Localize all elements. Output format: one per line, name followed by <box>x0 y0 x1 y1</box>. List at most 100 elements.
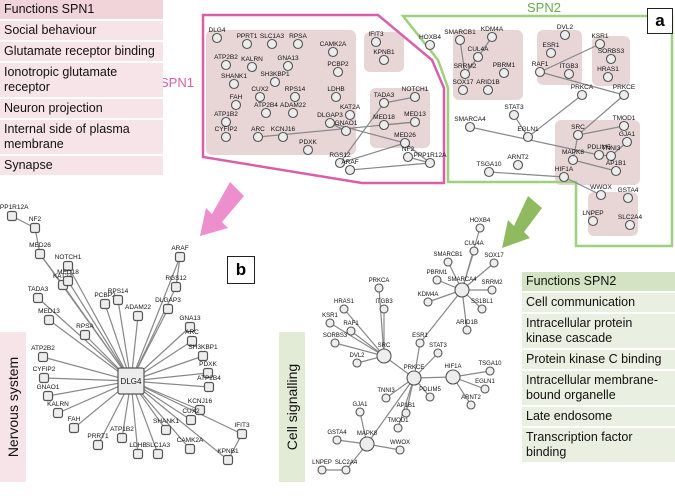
network-a-node-label: PBRM1 <box>493 62 516 69</box>
network-a-node-label: SHANK1 <box>221 73 247 80</box>
edge <box>378 287 385 357</box>
network-a-node-label: RAF1 <box>532 61 549 68</box>
network-c-node-label: KDM4A <box>418 292 439 298</box>
network-c-node <box>374 283 384 293</box>
network-c-node <box>339 304 349 314</box>
network-b-node-label: PPP1R12A <box>0 204 29 211</box>
network-b-node-label: SHANK1 <box>153 418 179 425</box>
network-c-node-label: GJA1 <box>352 402 368 408</box>
network-c-node <box>489 258 499 268</box>
network-c-node <box>432 275 442 285</box>
network-c-node-label: WWOX <box>390 440 410 446</box>
network-c-node <box>475 223 485 233</box>
network-a-node-label: EGLN1 <box>517 126 539 133</box>
network-a-node-label: DLG4 <box>209 27 226 34</box>
network-c-node-label: SOX17 <box>484 253 504 259</box>
network-b-node-label: ATP2B4 <box>197 375 221 382</box>
network-b-node-label: MED13 <box>38 308 60 315</box>
network-a-node-label: HOXB4 <box>419 34 441 41</box>
network-c-node <box>352 358 362 368</box>
network-a-node-label: PRKCA <box>571 84 594 91</box>
network-a-node-label: PPP1R12A <box>414 152 448 159</box>
network-a-node-label: DVL2 <box>557 24 574 31</box>
edge <box>488 171 565 178</box>
side-label-cell-signalling: Cell signalling <box>279 332 305 482</box>
network-a-node <box>576 89 588 101</box>
network-c-node <box>355 407 365 417</box>
network-a-node <box>454 34 466 46</box>
network-a-node-label: MED26 <box>394 132 416 139</box>
spn2-outline <box>400 14 674 248</box>
group-label-spn1: SPN1 <box>160 75 194 90</box>
network-b-node <box>174 251 186 263</box>
network-c-node-label: SMARCA4 <box>447 277 477 283</box>
network-b-node <box>43 314 55 326</box>
network-a-node <box>282 60 294 72</box>
network-b-node <box>29 222 41 234</box>
network-a-node-label: PDXK <box>299 139 317 146</box>
network-b-node-label: ARAF <box>171 245 188 252</box>
network-c-node <box>433 348 443 358</box>
network-b-node-label: KALRN <box>47 401 69 408</box>
network-a-node <box>327 46 339 58</box>
network-a-node <box>605 53 617 65</box>
spn1-table-row: Synapse <box>0 156 163 175</box>
network-a-node-label: NOTCH1 <box>402 86 429 93</box>
network-b-node-label: GNA13 <box>179 315 201 322</box>
network-c-node-label: PBRM1 <box>427 270 448 276</box>
network-c-node <box>425 392 435 402</box>
network-a-node <box>344 164 356 176</box>
spn2-table-row: Cell communication <box>522 293 675 312</box>
network-b-node <box>32 292 44 304</box>
network-c-node-label: KSR1 <box>322 313 338 319</box>
network-a-node-label: AP1B1 <box>606 160 627 167</box>
network-a-node <box>340 125 352 137</box>
network-b-node <box>184 443 196 455</box>
edge <box>42 356 132 382</box>
network-a-node-label: LDHB <box>327 86 344 93</box>
network-c-node <box>480 384 490 394</box>
network-c-node-label: LNPEP <box>312 460 332 466</box>
spn2-functions-table: Functions SPN2 Cell communication Intrac… <box>522 272 675 462</box>
network-a-node <box>483 166 495 178</box>
network-c-node <box>395 445 405 455</box>
network-a-node-label: MAPK8 <box>562 149 584 156</box>
network-a-node-label: ADAM22 <box>280 102 306 109</box>
network-c-node-label: SLC2A4 <box>335 460 358 466</box>
edge <box>459 39 466 75</box>
network-a-node-label: KSR1 <box>592 33 609 40</box>
network-a-node <box>266 38 278 50</box>
network-b-node-label: CYFIP2 <box>33 366 56 373</box>
network-b-node <box>184 321 196 333</box>
network-a-node <box>324 117 336 129</box>
network-b-node-label: SLC1A3 <box>146 442 171 449</box>
edge <box>577 125 625 136</box>
network-b-node-label: ATP1B2 <box>110 426 134 433</box>
network-c-node-label: ARNT2 <box>461 395 481 401</box>
edge <box>419 289 463 344</box>
network-b-node <box>38 372 50 384</box>
network-a-node-label: ATP2B4 <box>254 102 278 109</box>
spn2-table-row: Intracellular protein kinase cascade <box>522 314 675 348</box>
network-b-node <box>62 275 74 287</box>
network-a-node-label: SORBS3 <box>598 48 625 55</box>
spn2-table-row: Transcription factor binding <box>522 428 675 462</box>
spn1-table-row: Social behaviour <box>0 21 163 40</box>
cluster-spn1-main <box>206 30 356 155</box>
network-b-node <box>194 404 206 416</box>
network-c-node-label: TSGA10 <box>478 361 502 367</box>
network-a-node <box>378 97 390 109</box>
network-a-node-label: TMOD1 <box>613 115 636 122</box>
network-a-node <box>378 54 390 66</box>
edge <box>339 102 385 164</box>
network-a-node <box>254 91 266 103</box>
spn1-table-header: Functions SPN1 <box>0 0 163 19</box>
edge <box>67 280 132 382</box>
network-a-node-label: LNPEP <box>582 210 603 217</box>
network-b-node-label: NF2 <box>29 216 42 223</box>
network-a-node-label: SMARCA4 <box>454 116 486 123</box>
network-b-node-label: PDXK <box>199 361 217 368</box>
network-a-node <box>558 171 570 183</box>
network-a-node-label: PDLIM5 <box>587 144 611 151</box>
network-a-node <box>402 151 414 163</box>
